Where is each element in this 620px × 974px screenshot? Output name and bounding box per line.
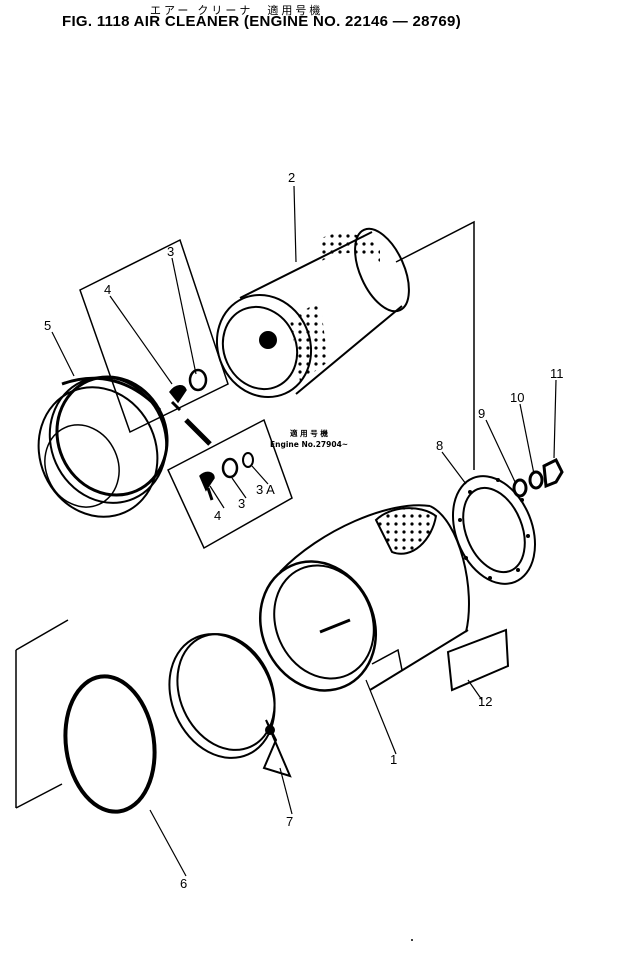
callout-5: 5 (44, 318, 51, 333)
stray-dot (411, 939, 413, 941)
part-12-plate (446, 628, 510, 692)
callout-8: 8 (436, 438, 443, 453)
callout-4-upper: 4 (104, 282, 111, 297)
note-engine-number: Engine No.27904~ (270, 440, 348, 449)
part-1-cleaner-body (258, 504, 470, 692)
callout-6: 6 (180, 876, 187, 891)
callout-3-lower: 3 (238, 496, 245, 511)
wing-nut-group-upper (79, 238, 229, 446)
callout-2: 2 (288, 170, 295, 185)
part-2-filter-element (215, 227, 410, 399)
part-5-end-cap (37, 375, 169, 518)
part-6-o-ring (15, 619, 157, 814)
callout-3-upper: 3 (167, 244, 174, 259)
leader-lines (51, 185, 557, 877)
callout-7: 7 (286, 814, 293, 829)
japanese-title: エアー クリーナ 適用号機 (150, 5, 324, 17)
part-8-gasket (451, 475, 537, 585)
callout-1: 1 (390, 752, 397, 767)
callout-10: 10 (510, 390, 524, 405)
filter-bracket (395, 220, 475, 470)
figure-title: FIG. 1118 AIR CLEANER (ENGINE NO. 22146 … (62, 13, 461, 30)
callout-9: 9 (478, 406, 485, 421)
callout-11: 11 (550, 366, 564, 381)
callout-3A: 3 A (256, 482, 275, 497)
callout-12: 12 (478, 694, 492, 709)
parts-9-10-11-washers-nut (512, 457, 564, 498)
wing-nut-group-lower (167, 418, 293, 550)
part-7-clamp-band (168, 633, 292, 778)
note-japanese: 適 用 号 機 (290, 428, 328, 438)
callout-4-lower: 4 (214, 508, 221, 523)
